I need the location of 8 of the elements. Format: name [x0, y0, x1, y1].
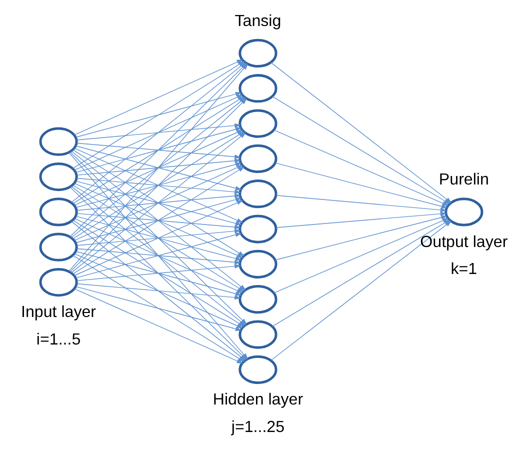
label: j=1...25: [230, 417, 284, 436]
label: Hidden layer: [212, 390, 303, 408]
label: Input layer: [20, 302, 96, 321]
label: Purelin: [438, 170, 488, 188]
label: Tansig: [234, 11, 281, 30]
label: i=1...5: [36, 330, 80, 348]
label: k=1: [450, 260, 477, 278]
label: Output layer: [420, 232, 508, 250]
